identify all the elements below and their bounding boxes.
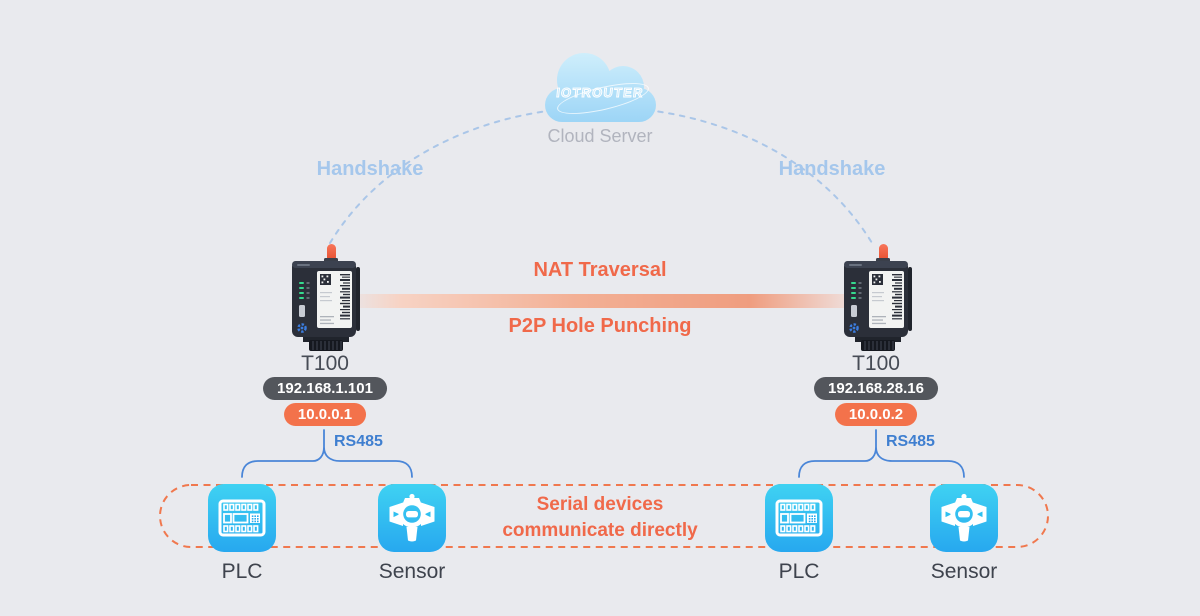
ip-stack-right: 192.168.28.16 10.0.0.2 [814,377,938,426]
serial-zone-border [159,484,1049,548]
serial-zone-text: Serial devices communicate directly [450,492,750,544]
handshake-arc [329,106,873,244]
plc-label: PLC [221,560,263,583]
handshake-label-right: Handshake [778,158,886,180]
wan-ip-badge-left: 192.168.1.101 [263,377,387,400]
handshake-label-left: Handshake [316,158,424,180]
wan-ip-badge-right: 192.168.28.16 [814,377,938,400]
t100-router-left [287,242,363,354]
rs485-label-right: RS485 [886,433,935,450]
p2p-ip-badge-left: 10.0.0.1 [283,403,367,426]
sensor-icon [378,484,446,552]
rs485-bracket-right [798,429,965,478]
device-name-right: T100 [852,352,900,375]
nat-traversal-label: NAT Traversal [533,259,667,281]
serial-zone-line2: communicate directly [502,520,698,541]
cloud-icon [545,53,656,122]
rs485-bracket-left [241,429,413,478]
ip-stack-left: 192.168.1.101 10.0.0.1 [263,377,387,426]
t100-router-right [839,242,915,354]
sensor-label: Sensor [378,560,446,583]
sensor-icon [930,484,998,552]
p2p-ip-badge-right: 10.0.0.2 [834,403,918,426]
plc-icon [765,484,833,552]
plc-label: PLC [778,560,820,583]
serial-zone-line1: Serial devices [536,494,664,515]
p2p-link-band [350,294,850,308]
rs485-label-left: RS485 [334,433,383,450]
device-name-left: T100 [301,352,349,375]
cloud-server-label: Cloud Server [547,126,653,146]
p2p-hole-punching-label: P2P Hole Punching [508,315,692,337]
plc-icon [208,484,276,552]
sensor-label: Sensor [930,560,998,583]
